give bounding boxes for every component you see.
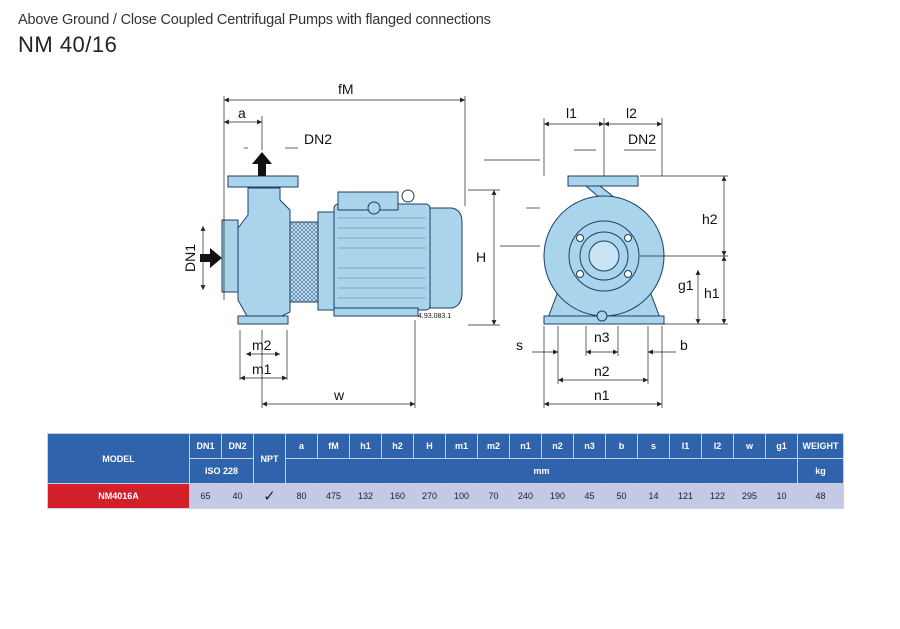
page-subtitle: Above Ground / Close Coupled Centrifugal… [18, 12, 491, 28]
cell-npt-check: ✓ [253, 483, 286, 509]
cell-b: 50 [605, 483, 638, 509]
unit-iso: ISO 228 [189, 458, 254, 484]
col-b: b [605, 433, 638, 459]
part-code: 4.93.083.1 [418, 313, 451, 320]
col-n1: n1 [509, 433, 542, 459]
dim-s-label: s [516, 337, 523, 353]
cell-n2: 190 [541, 483, 574, 509]
cell-g1: 10 [765, 483, 798, 509]
page-title: NM 40/16 [18, 32, 118, 57]
dim-g1-label: g1 [678, 277, 694, 293]
col-g1: g1 [765, 433, 798, 459]
col-dn2: DN2 [221, 433, 254, 459]
cell-a: 80 [285, 483, 318, 509]
front-view [543, 175, 665, 325]
spec-table: MODEL DN1 DN2 NPT a fM h1 h2 H m1 m2 n1 … [47, 433, 844, 509]
col-model: MODEL [47, 433, 190, 484]
col-m1: m1 [445, 433, 478, 459]
front-discharge-flange [567, 175, 639, 187]
dim-b-label: b [680, 337, 688, 353]
dim-dn2-side-label: DN2 [304, 131, 332, 147]
dim-dn2-front-label: DN2 [628, 131, 656, 147]
cell-model: NM4016A [47, 483, 190, 509]
dim-n1-label: n1 [594, 387, 610, 403]
dim-H-label: H [476, 249, 486, 265]
cell-n3: 45 [573, 483, 606, 509]
cell-m2: 70 [477, 483, 510, 509]
col-n3: n3 [573, 433, 606, 459]
side-view [200, 152, 463, 325]
discharge-flange [227, 175, 299, 188]
col-h1: h1 [349, 433, 382, 459]
cell-l1: 121 [669, 483, 702, 509]
col-m2: m2 [477, 433, 510, 459]
dim-fM-label: fM [338, 81, 354, 97]
dim-l1-label: l1 [566, 105, 577, 121]
cell-fM: 475 [317, 483, 350, 509]
col-s: s [637, 433, 670, 459]
dim-n3-label: n3 [594, 329, 610, 345]
cell-h2: 160 [381, 483, 414, 509]
pump-casing [237, 187, 291, 319]
col-dn1: DN1 [189, 433, 222, 459]
dim-m2-label: m2 [252, 337, 272, 353]
cell-s: 14 [637, 483, 670, 509]
col-fM: fM [317, 433, 350, 459]
dim-m1-label: m1 [252, 361, 272, 377]
cell-weight: 48 [797, 483, 844, 509]
suction-flange [221, 219, 239, 293]
col-H: H [413, 433, 446, 459]
cell-dn2: 40 [221, 483, 254, 509]
technical-drawing: fM a DN2 DN1 H m2 m1 w 4.93.083.1 l1 l2 … [182, 81, 728, 408]
suction-arrow-icon [200, 248, 222, 268]
table-header-row: MODEL DN1 DN2 NPT a fM h1 h2 H m1 m2 n1 … [47, 433, 844, 484]
lifting-eye [401, 189, 415, 203]
cell-l2: 122 [701, 483, 734, 509]
col-n2: n2 [541, 433, 574, 459]
fan-cover [429, 207, 463, 309]
dim-n2-label: n2 [594, 363, 610, 379]
dim-w-label: w [333, 387, 345, 403]
col-w: w [733, 433, 766, 459]
col-a: a [285, 433, 318, 459]
dim-dn1-label: DN1 [182, 244, 198, 272]
pump-foot [237, 315, 289, 325]
table-unit-row: ISO 228 mm kg [48, 458, 844, 484]
table-row: NM4016A 65 40 ✓ 80 475 132 160 270 100 7… [47, 483, 844, 509]
cell-h1: 132 [349, 483, 382, 509]
cell-dn1: 65 [189, 483, 222, 509]
dim-h1-label: h1 [704, 285, 720, 301]
discharge-arrow-icon [252, 152, 272, 176]
unit-mm: mm [285, 458, 798, 484]
dim-a-label: a [238, 105, 246, 121]
col-l1: l1 [669, 433, 702, 459]
dim-l2-label: l2 [626, 105, 637, 121]
motor-body [333, 203, 431, 311]
col-npt: NPT [253, 433, 286, 484]
motor-bracket [289, 221, 319, 303]
cell-n1: 240 [509, 483, 542, 509]
col-l2: l2 [701, 433, 734, 459]
col-weight: WEIGHT [797, 433, 844, 459]
cell-m1: 100 [445, 483, 478, 509]
dim-h2-label: h2 [702, 211, 718, 227]
cell-w: 295 [733, 483, 766, 509]
cell-H: 270 [413, 483, 446, 509]
unit-kg: kg [797, 458, 844, 484]
col-h2: h2 [381, 433, 414, 459]
